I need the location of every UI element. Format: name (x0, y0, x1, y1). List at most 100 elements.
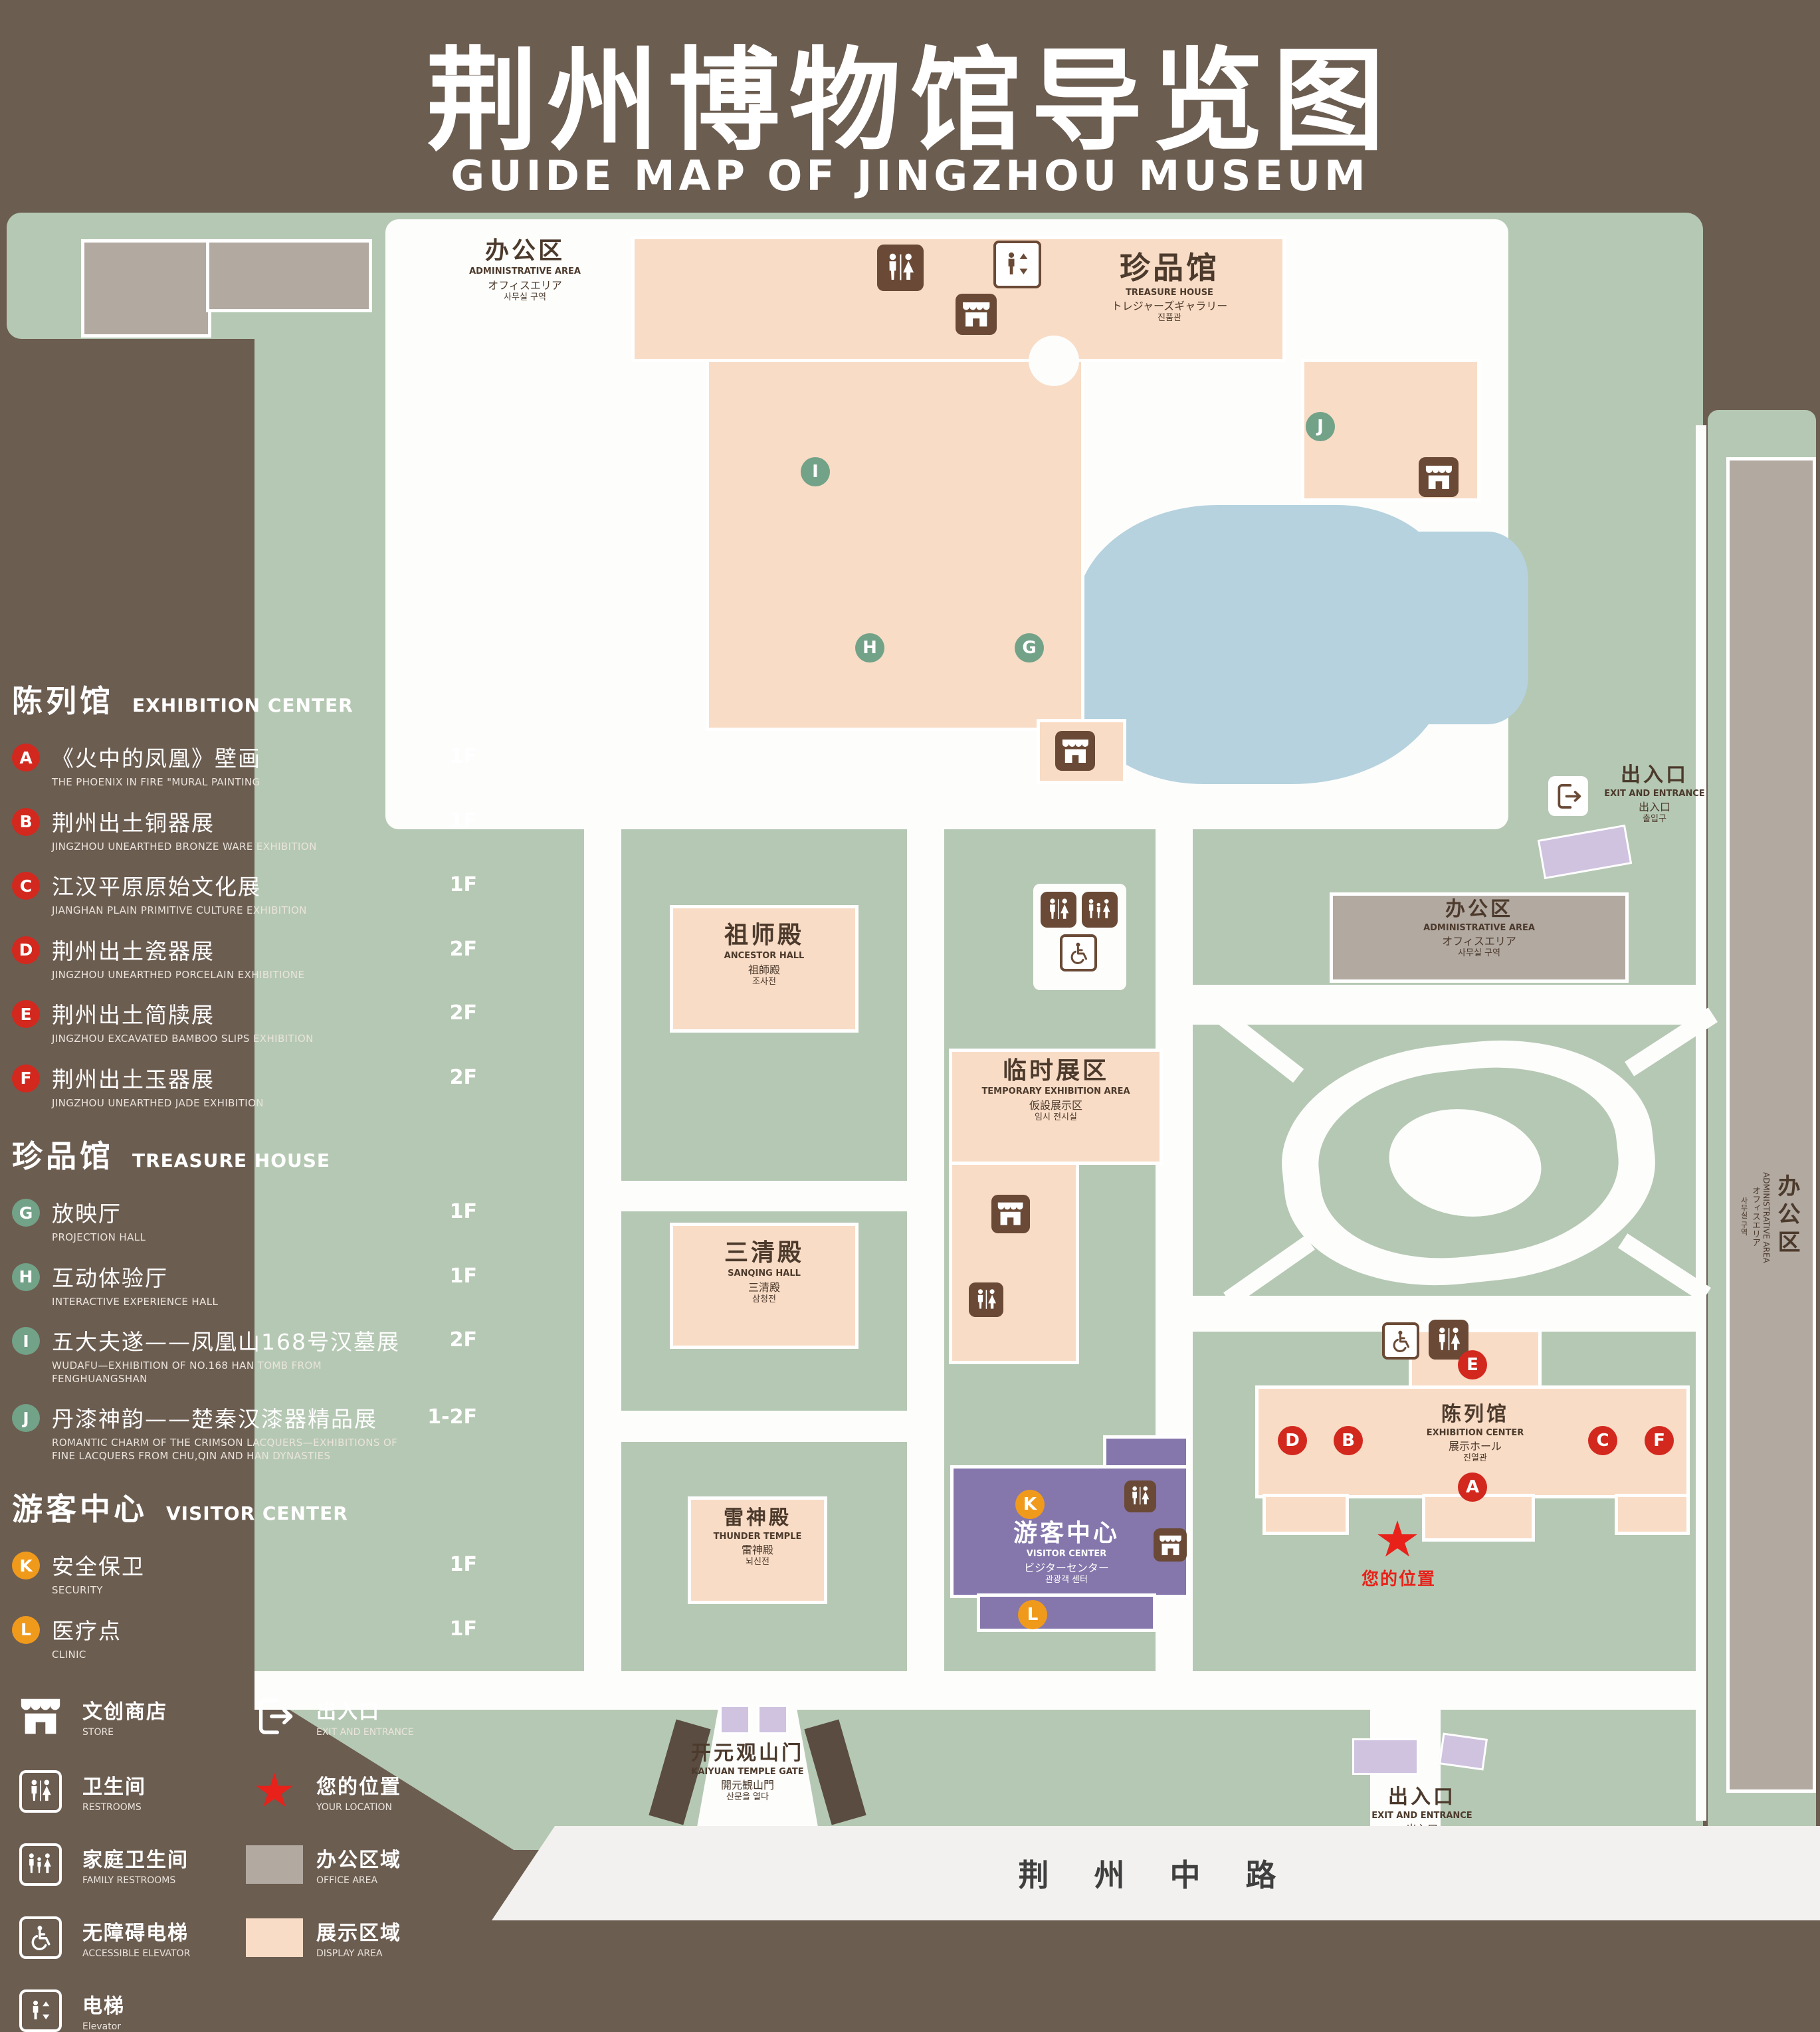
exhibition-center-wing-left (1263, 1494, 1349, 1535)
floor-badge: 2F (449, 1001, 477, 1025)
elevator-icon (993, 241, 1041, 288)
road-label: 荆 州 中 路 (1018, 1857, 1294, 1893)
ancestor-hall-building (670, 905, 859, 1033)
admin-right-label: 办公区 ADMINISTRATIVE AREA オフィスエリア 사무실 구역 (1740, 1171, 1800, 1263)
temporary-exhibition-label: 临时展区 TEMPORARY EXHIBITION AREA 仮設展示区 임시 … (981, 1057, 1130, 1122)
admin-top-building (81, 239, 211, 338)
lake-east-lobe (1365, 532, 1528, 724)
floor-badge: 1F (449, 1617, 477, 1641)
treasure-house-label: 珍品馆 TREASURE HOUSE トレジャーズギャラリー 진품관 (1111, 250, 1228, 323)
exit-icon (1548, 776, 1588, 816)
path-block2-b (621, 1411, 907, 1442)
admin-mid-label: 办公区 ADMINISTRATIVE AREA オフィスエリア 사무실 구역 (1423, 898, 1535, 959)
your-location-label: 您的位置 (1361, 1570, 1436, 1589)
accessible-elevator-icon (1382, 1322, 1419, 1360)
elevator-icon (19, 1989, 62, 2032)
admin-top-building-wing (206, 239, 372, 312)
exhibition-center-wing-center (1422, 1494, 1535, 1542)
marker-a: A (1458, 1473, 1487, 1502)
floor-badge: 1F (449, 873, 477, 896)
floor-badge: 1F (449, 1200, 477, 1223)
path-vertical-2 (907, 829, 944, 1671)
path-vertical-1 (584, 829, 621, 1671)
accessible-elevator-icon (19, 1916, 62, 1959)
exit-bottom-label: 出入口 EXIT AND ENTRANCE 出入口 출입구 (1371, 1785, 1472, 1846)
floor-badge: 1F (449, 745, 477, 768)
store-icon (956, 294, 997, 335)
admin-right-building (1726, 457, 1816, 1793)
restroom-icon (1124, 1480, 1156, 1512)
restroom-icon (969, 1282, 1003, 1317)
marker-e: E (12, 1000, 40, 1028)
marker-l: L (1018, 1600, 1047, 1629)
exhibition-center-label: 陈列馆 EXHIBITION CENTER 展示ホール 진열관 (1426, 1403, 1524, 1464)
marker-k: K (12, 1552, 40, 1579)
guide-map-canvas: 荆州博物馆导览图 GUIDE MAP OF JINGZHOU MUSEUM 办公… (7, 36, 1820, 2032)
marker-j: J (12, 1404, 40, 1432)
floor-badge: 2F (449, 1328, 477, 1352)
floor-badge: 1-2F (427, 1405, 477, 1429)
section-visitor-center: 游客中心 VISITOR CENTER (12, 1491, 348, 1527)
section-treasure-house: 珍品馆 TREASURE HOUSE (12, 1138, 331, 1174)
entrance-pad-bottom-left (1352, 1738, 1419, 1775)
path-horizontal-bottom (254, 1671, 1703, 1710)
store-icon (991, 1195, 1030, 1233)
exhibition-center-wing-right (1615, 1494, 1690, 1535)
office-area-swatch (246, 1845, 303, 1884)
road: 荆 州 中 路 (492, 1826, 1820, 1920)
admin-top-label: 办公区 ADMINISTRATIVE AREA オフィスエリア 사무실 구역 (469, 237, 581, 302)
page-title: 荆州博物馆导览图 (426, 36, 1394, 166)
restroom-icon (1429, 1320, 1468, 1360)
marker-a: A (12, 744, 40, 771)
marker-h: H (12, 1263, 40, 1291)
store-icon (17, 1693, 64, 1740)
store-icon (1154, 1528, 1187, 1562)
marker-f: F (1645, 1426, 1674, 1455)
marker-c: C (12, 872, 40, 900)
marker-i: I (12, 1327, 40, 1355)
ancestor-hall-label: 祖师殿 ANCESTOR HALL 祖師殿 조사전 (724, 922, 805, 987)
entrance-pad-bottom-right (1438, 1732, 1488, 1771)
marker-g: G (12, 1199, 40, 1227)
marker-e: E (1458, 1350, 1487, 1379)
temporary-exhibition-building (949, 1049, 1163, 1165)
your-location-icon (256, 1773, 293, 1807)
floor-badge: 1F (449, 1264, 477, 1288)
sanqing-hall-building (670, 1223, 859, 1349)
treasure-house-lower-wing (706, 359, 1084, 731)
store-icon (1055, 731, 1095, 771)
marker-b: B (1334, 1426, 1363, 1455)
restroom-icon (877, 245, 924, 291)
floor-badge: 2F (449, 1065, 477, 1089)
floor-badge: 1F (449, 809, 477, 833)
accessible-elevator-icon (1060, 934, 1097, 971)
display-area-swatch (246, 1918, 303, 1957)
marker-d: D (1278, 1426, 1307, 1455)
marker-l: L (12, 1615, 40, 1644)
gate-label: 开元观山门 KAIYUAN TEMPLE GATE 開元観山門 산문을 열다 (691, 1742, 804, 1803)
path-block4-a (1193, 985, 1703, 1025)
visitor-center-annex-bottom (977, 1593, 1156, 1632)
visitor-center-label: 游客中心 VISITOR CENTER ビジターセンター 관광객 센터 (1013, 1520, 1120, 1585)
marker-b: B (12, 807, 40, 836)
exit-right-label: 出入口 EXIT AND ENTRANCE 出入口 출입구 (1604, 763, 1705, 825)
temporary-exhibition-annex (949, 1162, 1079, 1364)
treasure-house-round-plaza (1029, 336, 1079, 386)
